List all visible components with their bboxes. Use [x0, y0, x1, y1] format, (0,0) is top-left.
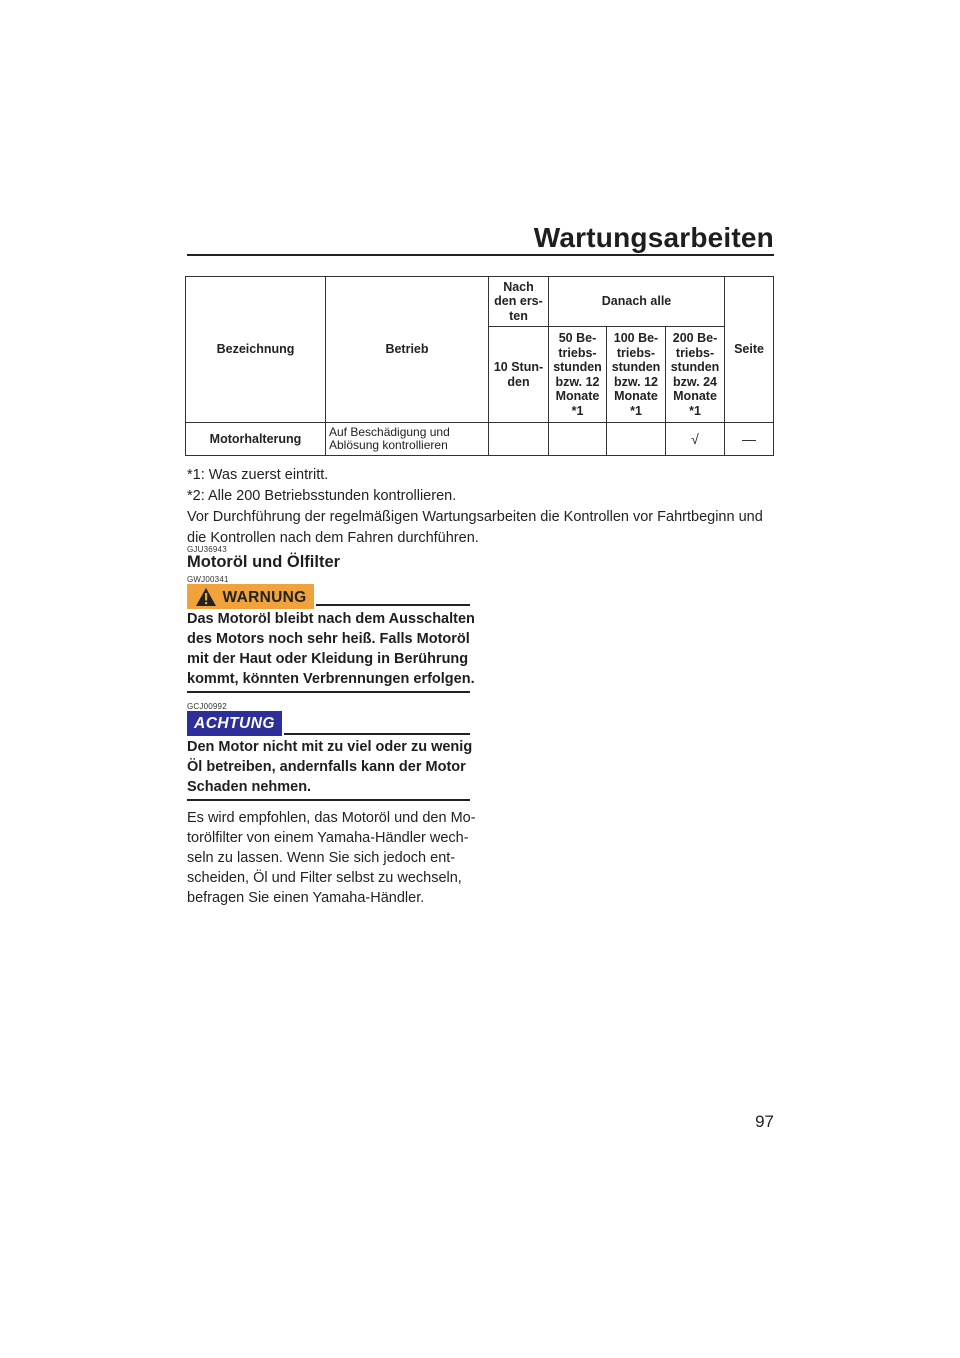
- cell-operation: Auf Beschädigung und Ablösung kontrollie…: [325, 422, 489, 456]
- caution-badge: ACHTUNG: [187, 711, 282, 736]
- cell-every-50: [548, 422, 607, 456]
- header-name: Bezeichnung: [185, 276, 326, 423]
- header-page: Seite: [724, 276, 775, 423]
- footnote-1: *1: Was zuerst eintritt.: [187, 467, 329, 483]
- footnote-paragraph: Vor Durchführung der regelmäßigen Wartun…: [187, 509, 763, 546]
- warning-text: Das Motoröl bleibt nach dem Ausschalten …: [187, 611, 475, 687]
- warning-triangle-icon: [195, 587, 216, 606]
- caution-bottom-rule: [187, 799, 470, 801]
- header-operation: Betrieb: [325, 276, 489, 423]
- cell-page: —: [724, 422, 775, 456]
- warning-bottom-rule: [187, 691, 470, 693]
- caution-top-rule: [284, 733, 470, 735]
- caution-code: GCJ00992: [187, 702, 227, 711]
- warning-code: GWJ00341: [187, 575, 229, 584]
- caution-text: Den Motor nicht mit zu viel oder zu weni…: [187, 739, 473, 795]
- warning-badge: WARNUNG: [187, 584, 314, 609]
- cell-every-200: √: [664, 422, 726, 456]
- section-code: GJU36943: [187, 545, 227, 554]
- header-every-100: 100 Be- triebs- stunden bzw. 12 Monate *…: [606, 326, 666, 423]
- header-every-50: 50 Be- triebs- stunden bzw. 12 Monate *1: [548, 326, 607, 423]
- warning-label: WARNUNG: [222, 588, 307, 606]
- section-title: Motoröl und Ölfilter: [187, 553, 341, 571]
- header-first-10: 10 Stun- den: [488, 326, 549, 423]
- maintenance-table: Bezeichnung Betrieb Nach den ers- ten Da…: [185, 276, 775, 456]
- cell-name: Motorhalterung: [185, 422, 326, 456]
- cell-first-10: [488, 422, 549, 456]
- caution-label: ACHTUNG: [194, 714, 275, 732]
- body-paragraph: Es wird empfohlen, das Motoröl und den M…: [187, 810, 476, 906]
- page-number: 97: [755, 1112, 774, 1131]
- page-title: Wartungsarbeiten: [533, 222, 774, 253]
- table-row: Motorhalterung Auf Beschädigung und Ablö…: [185, 422, 775, 456]
- header-then-all: Danach alle: [547, 276, 726, 327]
- header-first: Nach den ers- ten: [488, 276, 549, 327]
- warning-top-rule: [316, 604, 470, 606]
- title-divider: [187, 254, 774, 256]
- footnote-2: *2: Alle 200 Betriebsstunden kontrollier…: [187, 488, 457, 504]
- cell-every-100: [606, 422, 666, 456]
- header-every-200: 200 Be- triebs- stunden bzw. 24 Monate *…: [664, 326, 726, 423]
